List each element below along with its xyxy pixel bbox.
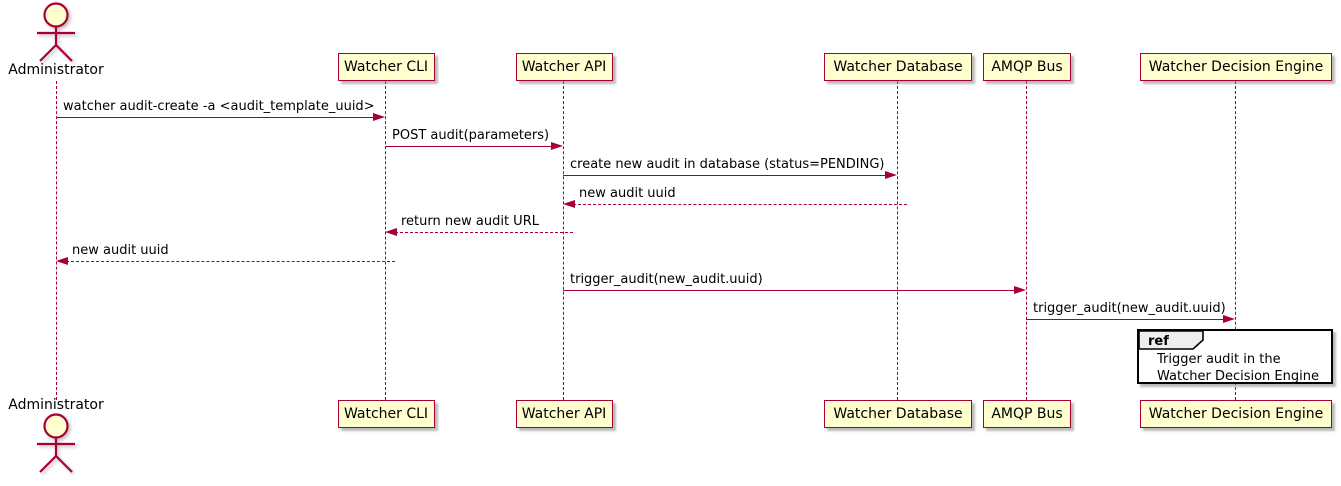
arrowhead-icon <box>385 228 397 236</box>
message-label-7: trigger_audit(new_audit.uuid) <box>1033 301 1226 316</box>
arrowhead-icon <box>56 257 68 265</box>
ref-tab: ref <box>1138 330 1204 350</box>
message-label-1: POST audit(parameters) <box>392 128 550 143</box>
actor-icon <box>37 2 75 62</box>
participant-box-watcher-api-top: Watcher API <box>515 53 613 81</box>
ref-fragment: ref Trigger audit in the Watcher Decisio… <box>1137 329 1333 384</box>
participant-label: Watcher Decision Engine <box>1148 59 1324 75</box>
arrowhead-icon <box>373 113 385 121</box>
message-line-6 <box>563 290 1016 291</box>
arrowhead-icon <box>1223 315 1235 323</box>
message-label-6: trigger_audit(new_audit.uuid) <box>570 272 763 287</box>
arrowhead-icon <box>885 171 897 179</box>
lifeline-watcher-api <box>563 81 564 400</box>
participant-label: Watcher Database <box>833 406 963 422</box>
ref-text: Trigger audit in the Watcher Decision En… <box>1157 351 1319 385</box>
actor-label-administrator-top: Administrator <box>8 62 104 78</box>
lifeline-watcher-cli <box>385 81 386 400</box>
message-line-1 <box>385 146 553 147</box>
message-label-4: return new audit URL <box>401 214 539 229</box>
participant-label: AMQP Bus <box>991 406 1063 422</box>
lifeline-administrator <box>56 81 57 400</box>
participant-label: Watcher API <box>521 59 607 75</box>
participant-box-amqp-bus-top: AMQP Bus <box>983 53 1071 81</box>
arrowhead-icon <box>1014 286 1026 294</box>
actor-icon <box>37 413 75 473</box>
message-label-3: new audit uuid <box>579 186 676 201</box>
message-line-7 <box>1026 319 1225 320</box>
participant-label: Watcher CLI <box>343 59 429 75</box>
participant-label: Watcher Decision Engine <box>1148 406 1324 422</box>
lifeline-watcher-database <box>897 81 898 400</box>
message-line-2 <box>563 175 887 176</box>
participant-box-watcher-cli-top: Watcher CLI <box>337 53 435 81</box>
message-line-4 <box>395 232 573 233</box>
lifeline-watcher-decision-engine <box>1235 81 1236 400</box>
message-line-3 <box>573 204 907 205</box>
arrowhead-icon <box>551 142 563 150</box>
participant-box-watcher-api-bottom: Watcher API <box>515 400 613 428</box>
participant-box-watcher-decision-engine-bottom: Watcher Decision Engine <box>1140 400 1332 428</box>
message-line-0 <box>56 117 375 118</box>
ref-tag-label: ref <box>1148 334 1169 349</box>
ref-tab-shape <box>1138 330 1204 350</box>
message-line-5 <box>66 261 395 262</box>
participant-label: Watcher Database <box>833 59 963 75</box>
arrowhead-icon <box>563 200 575 208</box>
message-label-5: new audit uuid <box>72 243 169 258</box>
ref-text-line: Watcher Decision Engine <box>1157 369 1319 384</box>
participant-label: Watcher CLI <box>343 406 429 422</box>
ref-text-line: Trigger audit in the <box>1157 352 1281 367</box>
message-label-0: watcher audit-create -a <audit_template_… <box>63 99 375 114</box>
participant-label: Watcher API <box>521 406 607 422</box>
message-label-2: create new audit in database (status=PEN… <box>570 157 885 172</box>
participant-box-amqp-bus-bottom: AMQP Bus <box>983 400 1071 428</box>
participant-label: AMQP Bus <box>991 59 1063 75</box>
actor-label-administrator-bottom: Administrator <box>8 397 104 413</box>
participant-box-watcher-decision-engine-top: Watcher Decision Engine <box>1140 53 1332 81</box>
lifeline-amqp-bus <box>1026 81 1027 400</box>
participant-box-watcher-cli-bottom: Watcher CLI <box>337 400 435 428</box>
participant-box-watcher-database-top: Watcher Database <box>824 53 972 81</box>
participant-box-watcher-database-bottom: Watcher Database <box>824 400 972 428</box>
